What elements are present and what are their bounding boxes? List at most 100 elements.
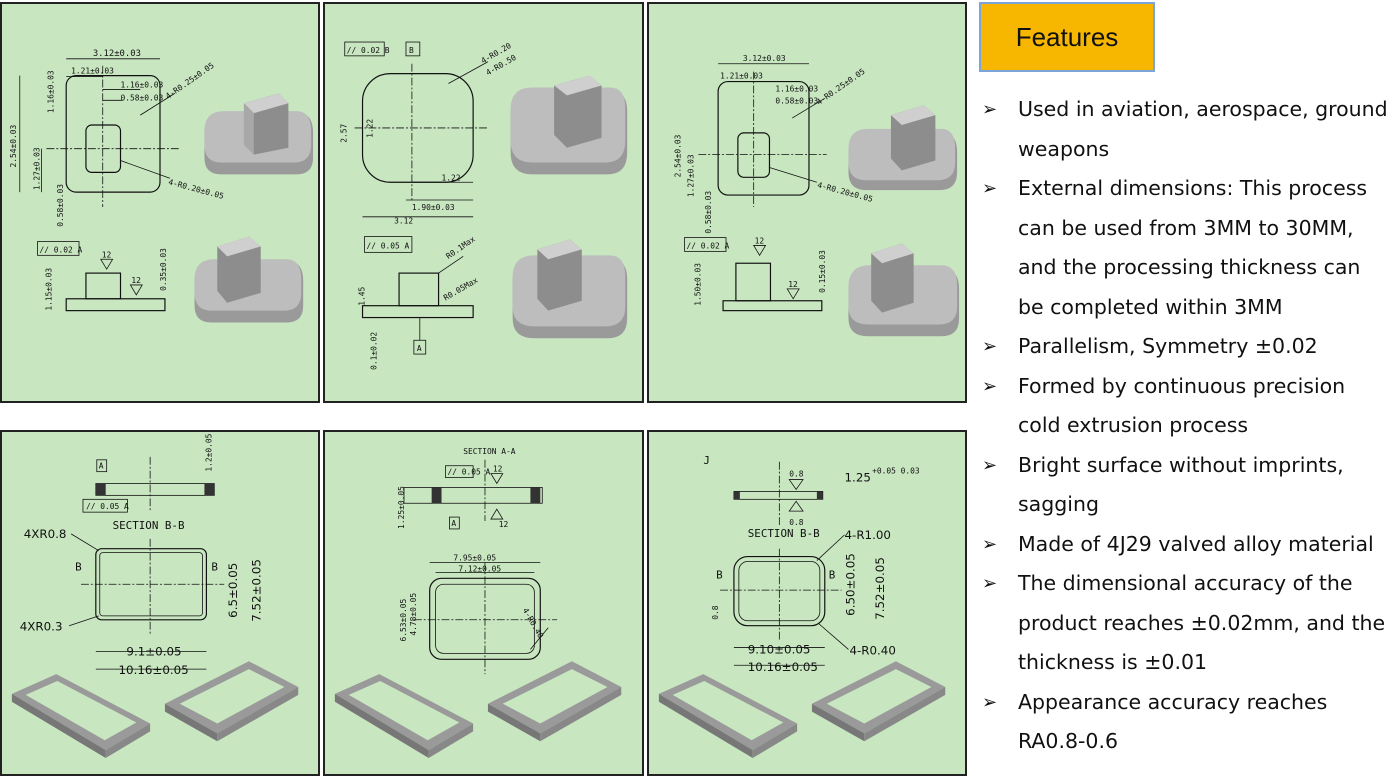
feature-text: Made of 4J29 valved alloy material (1018, 531, 1374, 556)
datum-a: A (417, 344, 422, 353)
dim-t2: 0.35±0.03 (159, 248, 168, 291)
part-3d-render-top (204, 93, 314, 175)
dim-h3: 1.16±0.03 (46, 70, 55, 113)
dim-h4: 0.58±0.03 (56, 184, 65, 227)
technical-drawing-5: SECTION A-A // 0.05 A 12 12 A 1.25±0.05 … (334, 447, 622, 759)
dim-w2: 1.90±0.03 (412, 203, 455, 212)
dim-width: 3.12±0.03 (743, 54, 786, 63)
datum-tag: B (409, 46, 414, 55)
corner-mark: J (703, 454, 710, 467)
dim-t1: 1.50±0.03 (693, 263, 702, 306)
drawing-panel-3: 3.12±0.03 1.21±0.03 1.16±0.03 0.58±0.03 … (647, 2, 967, 403)
part-3d-render-bottom (512, 239, 628, 339)
corner-radius-inner: 4XR0.3 (20, 620, 63, 634)
dim-h: 2.54±0.03 (9, 124, 18, 167)
bullet-arrow-icon: ➢ (982, 336, 998, 357)
dim-w2: 10.16±0.05 (119, 663, 189, 677)
dim-rmax: R0.1Max (444, 234, 477, 261)
bullet-arrow-icon: ➢ (982, 691, 998, 713)
dim-r2: 4-R0.20±0.05 (167, 177, 225, 201)
dim-lt: 1.45 (358, 286, 367, 305)
dim-w1: 7.95±0.05 (453, 554, 496, 563)
dim-h1: 6.5±0.05 (226, 563, 240, 618)
dim-w2: 7.12±0.05 (458, 564, 501, 573)
technical-drawing-6: J 0.8 0.8 1.25 +0.05 0.03 SECTION B-B 4-… (658, 454, 946, 759)
section-label: SECTION A-A (463, 447, 516, 456)
feature-item: ➢Used in aviation, aerospace, ground wea… (982, 90, 1392, 169)
feature-text: Bright surface without imprints, sagging (1018, 452, 1344, 517)
drawing-panel-5: SECTION A-A // 0.05 A 12 12 A 1.25±0.05 … (323, 430, 644, 776)
technical-drawing-2: // 0.02 B B 4-R0.20 4-R0.50 2.57 1.22 1.… (340, 41, 628, 370)
dim-h2: 1.27±0.03 (33, 147, 42, 190)
finish-1: 12 (755, 236, 765, 245)
dim-t1: 1.15±0.03 (44, 268, 53, 311)
dim-h2: 7.52±0.05 (250, 559, 264, 622)
dim-lt2: 0.1±0.02 (369, 332, 378, 370)
section-label: SECTION B-B (748, 527, 820, 540)
part-3d-render-top (848, 105, 958, 191)
dim-rmax2: R0.05Max (442, 276, 480, 303)
bullet-arrow-icon: ➢ (982, 178, 998, 199)
feature-item: ➢ Made of 4J29 valved alloy material (982, 525, 1392, 565)
feature-item: ➢ Appearance accuracy reaches RA0.8-0.6 (982, 683, 1392, 762)
section-marker-b-right: B (829, 568, 836, 581)
dim-h1: 2.57 (340, 124, 349, 143)
dim-thickness: 1.25 (845, 471, 871, 485)
dim-w2: 10.16±0.05 (748, 660, 818, 674)
bullet-arrow-icon: ➢ (982, 533, 998, 555)
drawing-panel-4: A // 0.05 A 1.2±0.05 SECTION B-B 4XR0.8 … (0, 430, 320, 776)
dim-c: 0.58±0.03 (775, 96, 818, 105)
dim-a: 1.21±0.03 (720, 72, 763, 81)
part-3d-render-bottom (848, 243, 960, 337)
dim-width: 3.12±0.03 (93, 49, 141, 59)
dim-w1: 1.22 (442, 173, 461, 182)
dim-w3: 3.12 (394, 217, 413, 226)
dim-thickness: 1.2±0.05 (204, 433, 213, 471)
dim-h2: 7.52±0.05 (873, 557, 887, 620)
finish-2: 12 (131, 276, 141, 285)
finish-2: 12 (788, 280, 798, 289)
dim-h2: 1.22 (365, 119, 374, 138)
section-marker-b-left: B (75, 560, 82, 573)
parallelism-frame: // 0.05 A (86, 502, 129, 511)
flatness: 0.8 (711, 605, 720, 620)
parallelism-frame: // 0.02 A (687, 241, 730, 250)
dim-r: 4-R0.40 (521, 606, 546, 640)
section-marker-b-left: B (716, 568, 723, 581)
finish-1: 12 (102, 250, 112, 259)
parallelism-frame-2: // 0.05 A (366, 241, 409, 250)
dim-h1: 6.50±0.05 (843, 553, 857, 616)
parallelism-frame: // 0.02 B (347, 46, 390, 55)
feature-text: Appearance accuracy reaches RA0.8-0.6 (1018, 689, 1328, 754)
frame-3d-render-right (164, 661, 299, 742)
feature-item: ➢ Formed by continuous precision cold ext… (982, 367, 1392, 446)
datum-a: A (99, 462, 104, 471)
feature-item: ➢ Parallelism, Symmetry ±0.02 (982, 327, 1392, 367)
bullet-arrow-icon: ➢ (982, 375, 998, 397)
dim-h3: 0.58±0.03 (704, 191, 713, 234)
dim-b: 1.16±0.03 (121, 80, 164, 89)
parallelism-frame: // 0.05 A (447, 468, 490, 477)
dim-t2: 0.15±0.03 (818, 250, 827, 293)
dim-r1: 4-R0.25±0.05 (164, 61, 216, 101)
dim-h: 2.54±0.03 (674, 134, 683, 177)
dim-r2: 4-R0.40 (849, 643, 895, 657)
feature-text: Parallelism, Symmetry ±0.02 (1018, 334, 1318, 358)
frame-3d-render-right (811, 661, 946, 742)
drawing-panel-1: 3.12±0.03 1.21±0.03 1.16±0.03 0.58±0.03 … (0, 2, 320, 403)
feature-text: Formed by continuous precision cold extr… (1018, 373, 1346, 438)
dim-r1: 4-R0.25±0.05 (815, 67, 867, 107)
dim-thickness: 1.25±0.05 (397, 486, 406, 529)
technical-drawing-1: 3.12±0.03 1.21±0.03 1.16±0.03 0.58±0.03 … (9, 49, 314, 323)
frame-3d-render-left (658, 674, 798, 759)
dim-h2: 4.78±0.05 (409, 593, 418, 636)
dim-w1: 9.10±0.05 (748, 642, 811, 656)
feature-item: ➢The dimensional accuracy of the product… (982, 564, 1392, 683)
finish-1: 12 (493, 465, 503, 474)
frame-3d-render-right (487, 661, 622, 742)
dim-h2: 1.27±0.03 (686, 154, 695, 197)
feature-item: ➢Bright surface without imprints, saggin… (982, 446, 1392, 525)
dim-b: 1.16±0.03 (775, 84, 818, 93)
feature-text: The dimensional accuracy of the product … (1018, 571, 1386, 674)
technical-drawing-3: 3.12±0.03 1.21±0.03 1.16±0.03 0.58±0.03 … (674, 54, 960, 337)
